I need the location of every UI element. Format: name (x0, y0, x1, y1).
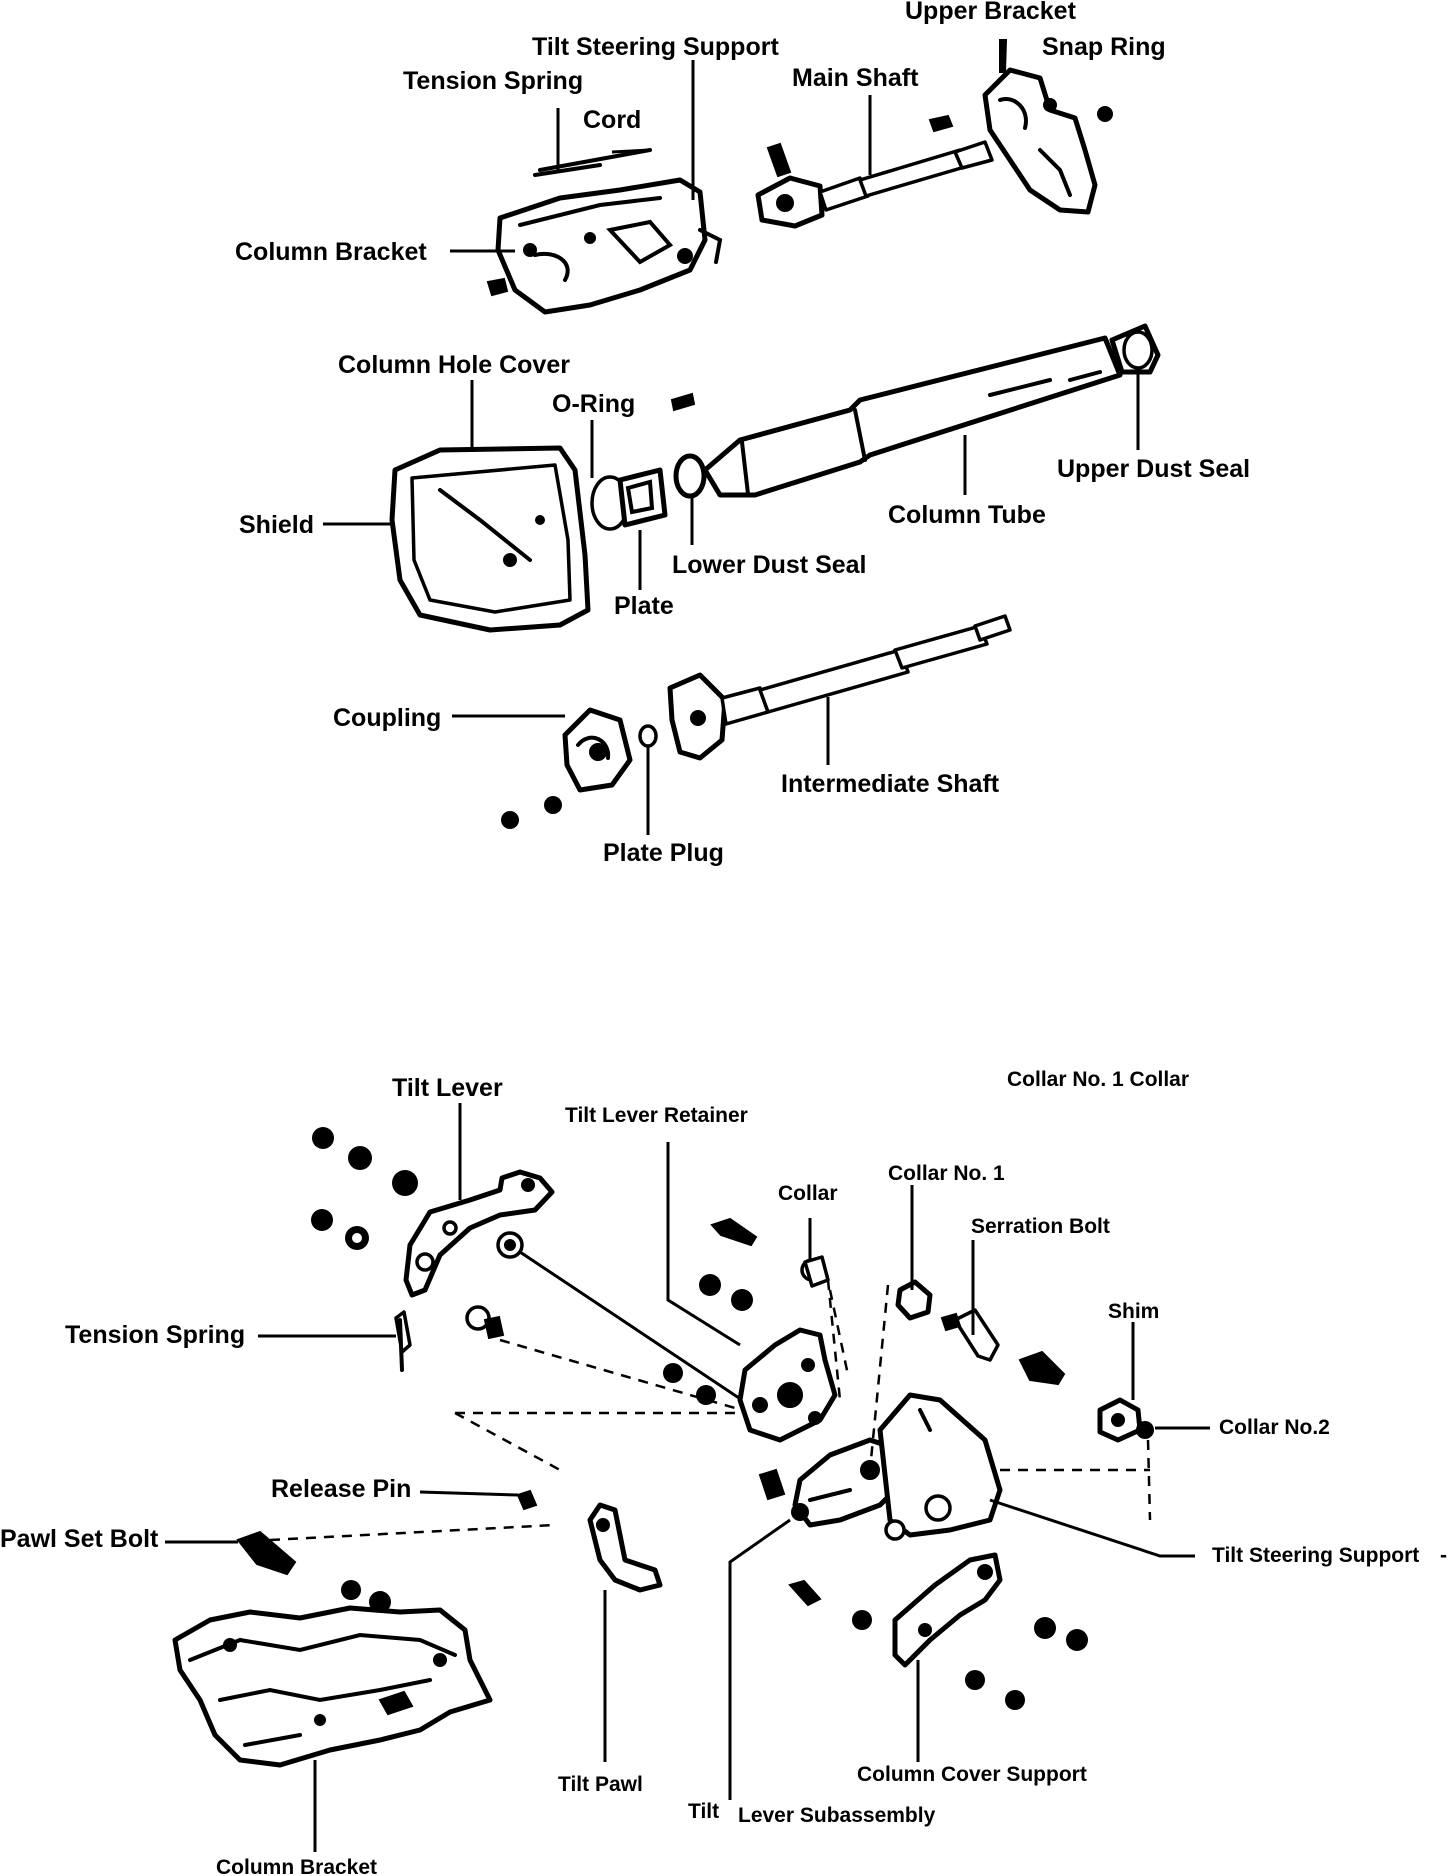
label-column-hole-cover: Column Hole Cover (338, 351, 570, 379)
label-tilt: Tilt (688, 1800, 719, 1823)
tilt-lever-part (403, 1169, 555, 1298)
column-bracket-part-bottom (172, 1605, 493, 1768)
shim-part (1097, 1397, 1143, 1443)
column-bracket-part (486, 177, 723, 315)
tilt-steering-support-part (877, 1392, 1003, 1541)
label-tension-spring-top: Tension Spring (403, 67, 583, 95)
label-column-tube: Column Tube (888, 501, 1046, 529)
tension-spring-part (533, 163, 602, 177)
label-tilt-steering-support-bottom: Tilt Steering Support (1212, 1544, 1419, 1567)
plate-plug-part (638, 724, 658, 748)
plate-part (617, 467, 668, 528)
label-lower-dust-seal: Lower Dust Seal (672, 551, 867, 579)
label-upper-dust-seal: Upper Dust Seal (1057, 455, 1250, 483)
label-pawl-set-bolt: Pawl Set Bolt (0, 1525, 159, 1553)
tension-spring-part-bottom (394, 1310, 412, 1372)
column-cover-support-part (892, 1552, 1003, 1668)
label-plate-plug: Plate Plug (603, 839, 724, 867)
label-column-bracket-bottom: Column Bracket (216, 1856, 377, 1876)
label-tilt-steering-support-dash: - (1440, 1544, 1447, 1567)
label-tilt-lever: Tilt Lever (392, 1074, 503, 1102)
intermediate-shaft-part (667, 614, 1012, 761)
label-main-shaft: Main Shaft (792, 64, 919, 92)
label-collar-no1: Collar No. 1 (888, 1162, 1005, 1185)
label-shim: Shim (1108, 1300, 1159, 1323)
bottom-diagram: Collar No. 1 Collar Tilt Lever Tilt Leve… (0, 1068, 1447, 1876)
collar-no1-part (895, 1279, 933, 1321)
label-collar: Collar (778, 1182, 838, 1205)
serration-bolt-part (940, 1308, 1000, 1362)
column-tube-part (702, 335, 1123, 498)
bottom-leader-lines (165, 1103, 1210, 1852)
label-collar-no2: Collar No.2 (1219, 1416, 1330, 1439)
bolt-part (1018, 1350, 1066, 1386)
label-column-bracket-top: Column Bracket (235, 238, 427, 266)
label-coupling: Coupling (333, 704, 441, 732)
label-plate: Plate (614, 592, 674, 620)
upper-bracket-part (982, 39, 1098, 215)
label-snap-ring: Snap Ring (1042, 33, 1166, 61)
assembly-dashed-lines (269, 1279, 1152, 1542)
pawl-set-bolt-part (236, 1530, 297, 1576)
label-o-ring: O-Ring (552, 390, 635, 418)
label-release-pin: Release Pin (271, 1475, 411, 1503)
collar-part (803, 1255, 830, 1288)
label-tilt-steering-support-top: Tilt Steering Support (532, 33, 779, 61)
top-diagram: Upper Bracket Tilt Steering Support Snap… (235, 0, 1250, 867)
label-lever-subassembly: Lever Subassembly (738, 1804, 936, 1827)
label-tilt-lever-retainer: Tilt Lever Retainer (565, 1104, 748, 1127)
label-serration-bolt: Serration Bolt (971, 1215, 1110, 1238)
lower-dust-seal-part (673, 453, 707, 499)
shield-part (389, 445, 591, 633)
main-shaft-part (755, 114, 994, 229)
coupling-part (562, 707, 633, 793)
collar-no2-part (1136, 1421, 1154, 1439)
snap-ring-part (1097, 106, 1113, 122)
tilt-pawl-part (587, 1502, 663, 1593)
label-upper-bracket: Upper Bracket (905, 0, 1077, 25)
release-pin-part (516, 1489, 538, 1511)
label-shield: Shield (239, 511, 314, 539)
label-tension-spring-bottom: Tension Spring (65, 1321, 245, 1349)
label-column-cover-support: Column Cover Support (857, 1763, 1087, 1786)
label-tilt-pawl: Tilt Pawl (558, 1773, 643, 1796)
label-intermediate-shaft: Intermediate Shaft (781, 770, 1000, 798)
tilt-lever-retainer-part (737, 1327, 838, 1443)
label-cord: Cord (583, 106, 641, 134)
top-leader-lines (323, 60, 1140, 835)
upper-dust-seal-part (1109, 323, 1161, 375)
label-collar-header: Collar No. 1 Collar (1007, 1068, 1189, 1091)
